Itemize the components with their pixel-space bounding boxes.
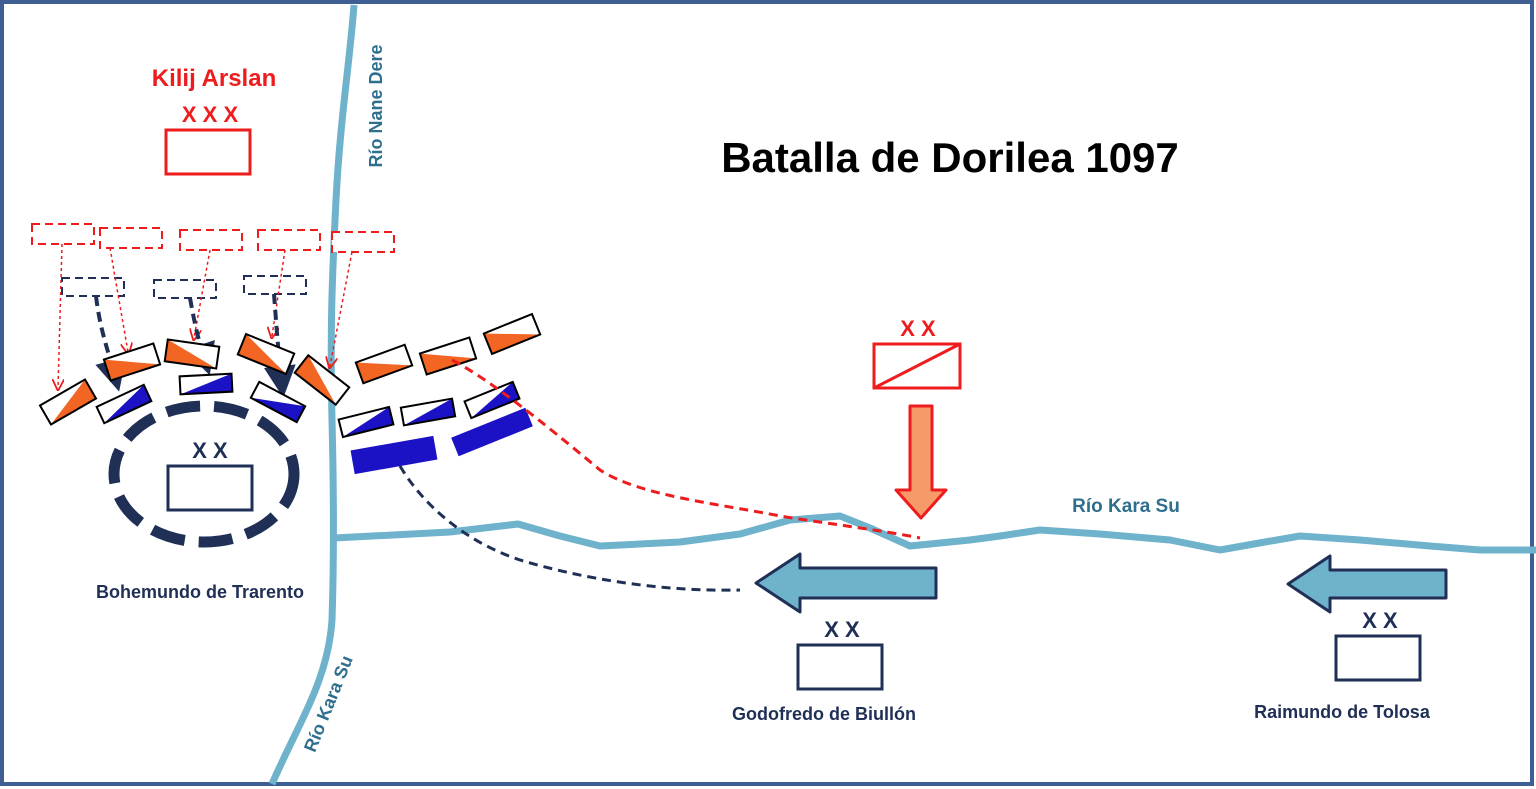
enemy-reserve-5 — [331, 231, 395, 253]
river-kara-su — [333, 512, 1536, 554]
bohemundo-camp-ring — [108, 400, 300, 548]
map-title: Batalla de Dorilea 1097 — [721, 134, 1179, 181]
enemy-unit — [482, 312, 542, 356]
enemy-unit — [38, 378, 98, 426]
enemy-front-units — [38, 312, 542, 426]
enemy-reserve-3 — [179, 229, 243, 251]
enemy-reserve-4 — [257, 229, 321, 251]
crusader-reserve-3 — [243, 275, 307, 295]
enemy-unit — [236, 332, 296, 376]
bohemundo-name: Bohemundo de Trarento — [96, 582, 304, 602]
enemy-division-box — [872, 342, 962, 390]
bohemundo-echelon: X X — [192, 438, 228, 463]
godofredo-unit-box — [796, 643, 884, 691]
godofredo-echelon: X X — [824, 617, 860, 642]
enemy-unit — [163, 338, 221, 370]
crusader-unit — [178, 372, 234, 396]
crusader-unit — [463, 380, 521, 420]
enemy-unit — [354, 343, 414, 385]
crusader-solid-unit — [451, 407, 533, 457]
enemy-unit — [102, 342, 162, 382]
left-arrow-icon — [1286, 554, 1448, 614]
crusader-unit — [249, 380, 307, 424]
enemy-reserve-1 — [31, 223, 95, 245]
river-label-kara-su-east: Río Kara Su — [1072, 496, 1180, 517]
crusader-unit — [399, 397, 457, 427]
raimundo-echelon: X X — [1362, 608, 1398, 633]
raimundo-name: Raimundo de Tolosa — [1254, 702, 1431, 722]
crusader-reserve-2 — [153, 279, 217, 299]
river-nane-dere — [268, 4, 358, 786]
bohemundo-unit-box — [166, 464, 254, 512]
left-arrow-icon — [754, 552, 938, 614]
crusader-route — [398, 465, 741, 592]
crusader-front-units — [95, 372, 533, 475]
crusader-unit — [337, 405, 395, 439]
enemy-reserve-blocks — [31, 223, 395, 253]
enemy-unit — [293, 353, 351, 407]
crusader-solid-unit — [350, 435, 438, 475]
kilij-echelon: X X X — [182, 102, 239, 127]
enemy-route — [451, 358, 921, 540]
down-arrow-icon — [894, 404, 948, 520]
enemy-unit — [418, 336, 478, 376]
river-label-nane-dere: Río Nane Dere — [366, 44, 386, 167]
crusader-movement-arrows — [94, 293, 296, 398]
crusader-reserve-1 — [61, 277, 125, 297]
enemy-reserve-2 — [99, 227, 163, 249]
crusader-reserve-blocks — [61, 275, 307, 299]
enemy-movement-arrows — [58, 243, 353, 388]
kilij-name: Kilij Arslan — [152, 65, 276, 92]
kilij-unit-box — [164, 128, 252, 176]
raimundo-unit-box — [1334, 634, 1422, 682]
godofredo-name: Godofredo de Biullón — [732, 704, 916, 724]
crusader-unit — [95, 383, 153, 425]
enemy-division-echelon: X X — [900, 316, 936, 341]
